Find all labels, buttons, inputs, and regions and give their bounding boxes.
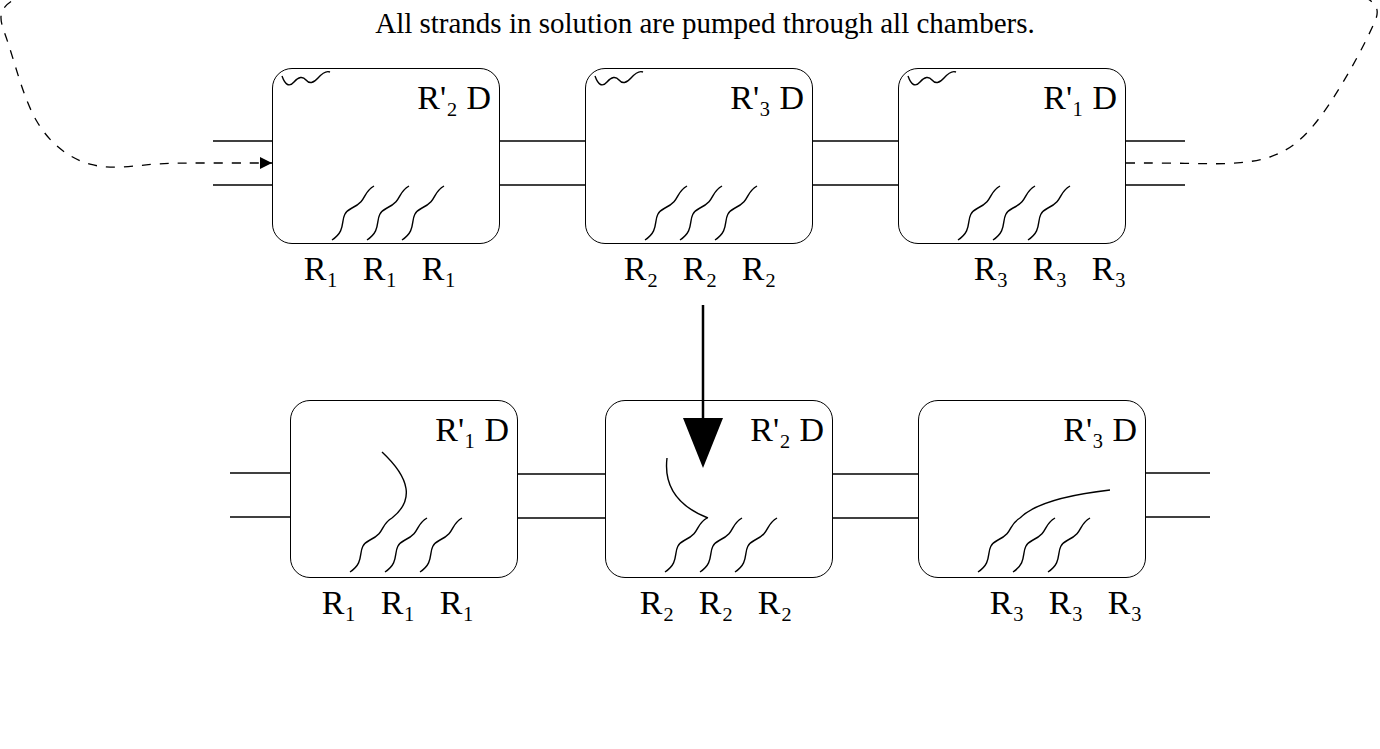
pipe <box>518 474 605 518</box>
pipe <box>813 141 898 185</box>
pipe-stub <box>213 141 1210 517</box>
pipe-wall <box>500 184 585 185</box>
pipe-wall <box>833 473 918 474</box>
strand-label: R₁ R₁ R₁ <box>322 584 475 621</box>
pipe-wall <box>813 140 898 141</box>
chamber: R'₃ D <box>585 68 813 244</box>
chamber-label: R'₃ D <box>730 79 804 116</box>
chamber: R'₁ D <box>290 400 518 578</box>
pipe <box>833 474 918 518</box>
strand-label: R₃ R₃ R₃ <box>974 250 1127 287</box>
strand-label: R₂ R₂ R₂ <box>624 250 777 287</box>
bound-strands <box>978 518 1090 572</box>
strand-label: R₃ R₃ R₃ <box>990 584 1143 621</box>
pipe-wall <box>518 473 605 474</box>
pipe-wall <box>500 140 585 141</box>
free-strand <box>908 72 956 85</box>
bound-strands <box>665 518 777 572</box>
title-note: All strands in solution are pumped throu… <box>375 8 1035 40</box>
pipe <box>500 141 585 185</box>
strand-label: R₁ R₁ R₁ <box>304 250 457 287</box>
hybridized-strand <box>1020 490 1110 518</box>
chamber: R'₂ D <box>272 68 500 244</box>
chamber: R'₁ D <box>898 68 1126 244</box>
chamber-label: R'₂ D <box>417 79 491 116</box>
recirculation-arrow <box>1 0 1377 167</box>
bound-strands <box>350 518 462 572</box>
bound-strands <box>958 186 1070 240</box>
bound-strands <box>645 186 757 240</box>
dashed-loop <box>1 0 1377 167</box>
chamber: R'₃ D <box>918 400 1146 578</box>
chamber-label: R'₂ D <box>750 411 824 448</box>
hybridized-strand <box>382 452 406 518</box>
chamber-label: R'₁ D <box>1043 79 1117 116</box>
chamber-label: R'₁ D <box>435 411 509 448</box>
transition-arrow <box>683 305 723 468</box>
free-strand <box>282 72 330 85</box>
hybridized-strand <box>667 458 708 518</box>
chamber: R'₂ D <box>605 400 833 578</box>
strand-label: R₂ R₂ R₂ <box>640 584 793 621</box>
pipe-wall <box>813 184 898 185</box>
pipe-wall <box>518 517 605 518</box>
chamber-label: R'₃ D <box>1063 411 1137 448</box>
pipe-wall <box>833 517 918 518</box>
bound-strands <box>332 186 444 240</box>
free-strand <box>595 72 643 85</box>
